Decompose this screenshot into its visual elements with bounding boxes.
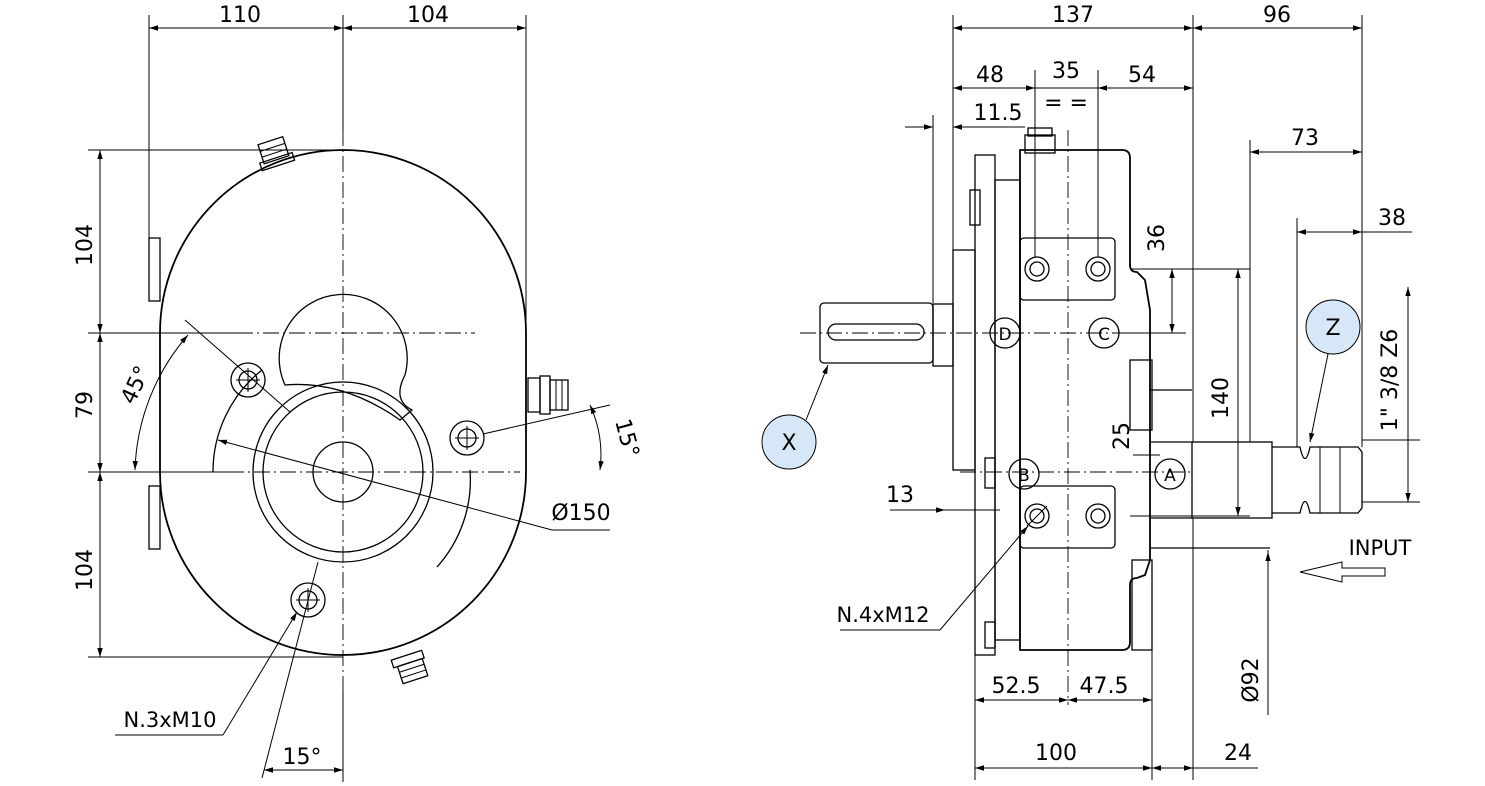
dim-side-96: 96 <box>1263 3 1291 28</box>
callout-n4xm12: N.4xM12 <box>836 603 929 627</box>
dim-side-24: 24 <box>1224 741 1252 766</box>
callout-n3xm10: N.3xM10 <box>123 708 216 732</box>
input-arrow <box>1299 561 1386 583</box>
side-boss <box>1129 359 1153 431</box>
side-view: D C B A X Z <box>761 3 1420 780</box>
equal-marks: = = <box>1044 91 1088 116</box>
dim-side-diameter-92: Ø92 <box>1239 657 1264 702</box>
dim-side-100: 100 <box>1035 741 1077 766</box>
keyhole-cavity <box>278 293 414 421</box>
svg-text:C: C <box>1098 325 1110 345</box>
svg-text:Z: Z <box>1325 316 1340 341</box>
callout-input: INPUT <box>1349 536 1412 560</box>
front-hole-upper-left <box>230 362 266 398</box>
dim-front-79: 79 <box>73 391 98 419</box>
dim-side-73: 73 <box>1291 126 1319 151</box>
dim-side-47-5: 47.5 <box>1080 674 1129 699</box>
label-circle-d: D <box>989 317 1021 349</box>
dim-front-104-left-top: 104 <box>73 224 98 266</box>
bearing-inner-ring <box>262 391 424 553</box>
label-circle-a: A <box>1154 458 1186 490</box>
left-upper-lug <box>148 237 161 302</box>
dim-front-angle-15-bottom: 15° <box>283 745 322 770</box>
dim-side-38: 38 <box>1378 206 1406 231</box>
side-lug-upper <box>969 189 981 226</box>
dim-front-110: 110 <box>219 3 261 28</box>
dim-front-angle-45: 45° <box>117 362 156 408</box>
bearing-outer-ring <box>252 381 434 563</box>
right-plug <box>527 375 569 415</box>
dim-side-11-5: 11.5 <box>974 101 1023 126</box>
bolt-circle-arc-right <box>436 469 472 568</box>
svg-text:D: D <box>998 325 1011 345</box>
dim-side-52-5: 52.5 <box>992 674 1041 699</box>
bubble-z: Z <box>1305 299 1361 355</box>
side-plug-bottom <box>984 621 996 649</box>
svg-text:A: A <box>1164 466 1176 486</box>
side-hole-4 <box>1085 503 1111 529</box>
dim-side-140: 140 <box>1209 377 1234 419</box>
shaft-bore <box>312 441 374 503</box>
output-shaft <box>819 302 954 367</box>
side-hole-3 <box>1024 503 1050 529</box>
dim-front-angle-15-right: 15° <box>609 416 643 460</box>
dim-side-48: 48 <box>976 63 1004 88</box>
dim-side-13: 13 <box>886 483 914 508</box>
input-shaft <box>1191 441 1363 519</box>
dim-shaft-spec: 1" 3/8 Z6 <box>1378 329 1403 432</box>
bubble-x: X <box>761 414 817 470</box>
dim-front-104-left-bottom: 104 <box>73 549 98 591</box>
side-hole-1 <box>1024 256 1050 282</box>
svg-text:X: X <box>781 431 796 456</box>
svg-text:B: B <box>1018 466 1030 486</box>
side-lower-boss <box>1131 559 1153 651</box>
dim-side-54: 54 <box>1128 63 1156 88</box>
lower-mount-pad <box>1019 485 1116 549</box>
side-flange-plate <box>952 249 976 471</box>
dim-side-35: 35 <box>1052 59 1080 84</box>
front-view: 110 104 104 79 104 45° 15° 15° Ø150 N.3x… <box>73 3 643 782</box>
left-lower-lug <box>148 485 161 550</box>
front-hole-right <box>449 420 485 456</box>
bottom-plug <box>390 649 429 685</box>
dim-front-104-top: 104 <box>407 3 449 28</box>
label-circle-b: B <box>1008 458 1040 490</box>
dim-side-25: 25 <box>1110 422 1135 450</box>
side-hole-2 <box>1085 256 1111 282</box>
side-housing-rim <box>994 179 1021 641</box>
dim-side-137: 137 <box>1052 3 1094 28</box>
dim-side-36: 36 <box>1145 224 1170 252</box>
dim-front-diameter-150: Ø150 <box>551 501 610 526</box>
side-mounting-face <box>974 154 996 656</box>
upper-mount-pad <box>1019 237 1116 301</box>
top-plug <box>257 135 296 172</box>
housing-outline <box>159 149 527 656</box>
side-top-plug <box>1024 127 1056 154</box>
side-plug-b <box>984 457 996 489</box>
